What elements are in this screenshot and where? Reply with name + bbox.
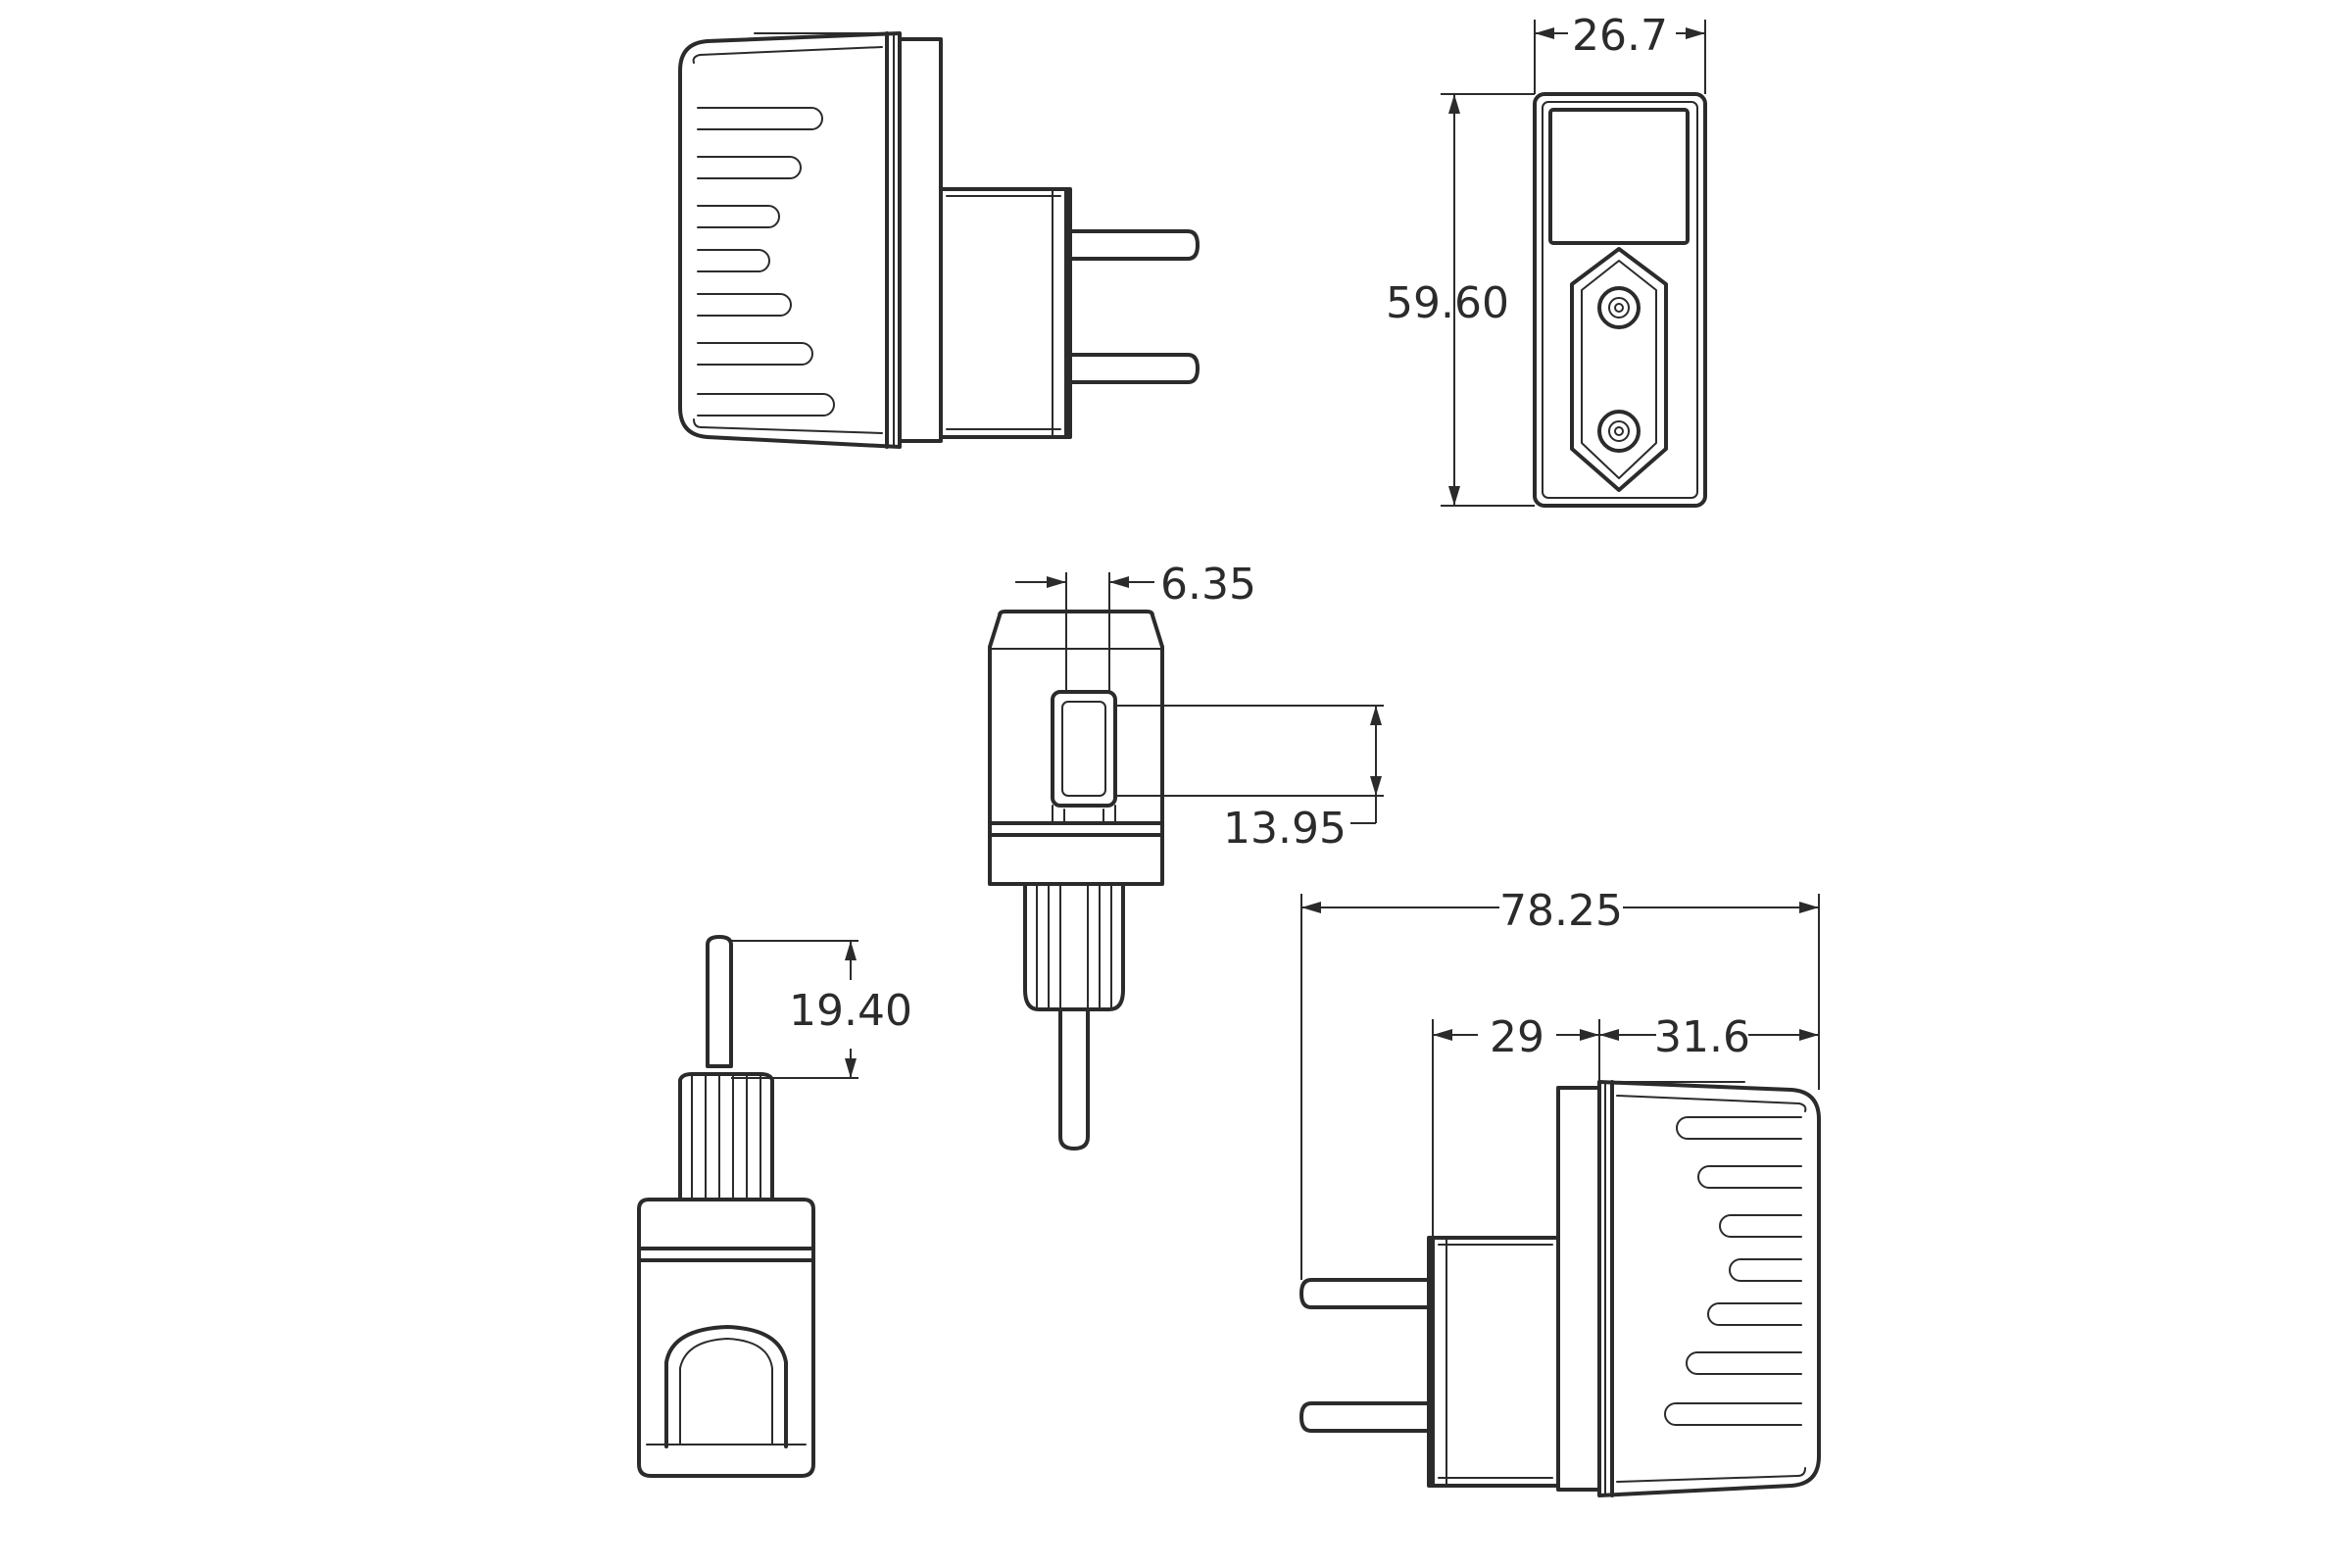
dim-usb-height-label: 13.95 — [1223, 804, 1347, 854]
dim-plug-depth-label: 29 — [1490, 1012, 1544, 1062]
dimension-width: 26.7 — [1534, 11, 1706, 94]
dim-body-depth-label: 31.6 — [1654, 1012, 1750, 1062]
dim-pin-length-label: 19.40 — [789, 986, 912, 1036]
side-view-top — [678, 31, 1200, 449]
dimension-usb-width: 6.35 — [1015, 560, 1256, 692]
dimension-height: 59.60 — [1386, 93, 1535, 507]
dim-usb-width-label: 6.35 — [1160, 560, 1256, 610]
dimension-plug-depth: 29 — [1432, 1012, 1600, 1238]
dimension-usb-height: 13.95 — [1115, 705, 1384, 854]
side-view-bottom — [1299, 1080, 1821, 1497]
dim-height-label: 59.60 — [1386, 278, 1509, 328]
dimension-body-depth: 31.6 — [1599, 1012, 1819, 1062]
end-view-pin — [637, 935, 815, 1478]
dimension-overall-length: 78.25 — [1300, 886, 1820, 1280]
dim-width-label: 26.7 — [1572, 11, 1668, 61]
dim-overall-length-label: 78.25 — [1499, 886, 1623, 936]
end-view-usb — [988, 610, 1164, 1151]
front-view-top — [1533, 92, 1707, 508]
dimension-pin-length: 19.40 — [731, 940, 912, 1079]
